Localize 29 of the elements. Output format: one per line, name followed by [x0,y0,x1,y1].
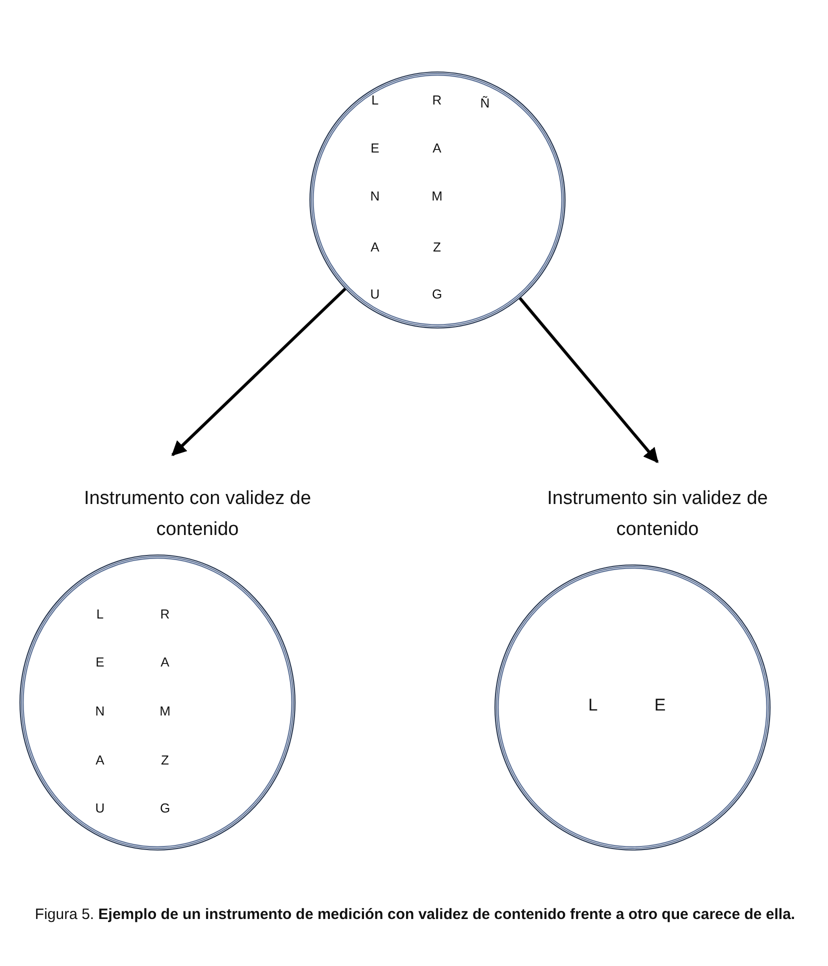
letter: G [432,288,442,300]
letter: N [370,190,380,202]
letter: R [160,608,170,620]
letter: U [370,288,380,300]
letter: A [96,754,104,766]
letter: M [432,190,442,202]
letter: U [95,802,105,814]
letter: L [371,94,379,106]
letter: G [160,802,170,814]
circle-node [310,72,565,328]
arrow [171,288,346,456]
letter: A [370,240,380,254]
letter: A [432,142,442,154]
letter: A [160,656,170,668]
letter: N [95,704,105,718]
figure-caption: Figura 5. Ejemplo de un instrumento de medición con validez de contenido frente a otro que carece de ella. [34,905,796,925]
letter: L [588,696,598,714]
letter: R [432,94,442,106]
letter: E [370,142,380,154]
letter: E [654,696,666,714]
letter: L [96,608,104,620]
heading: Instrumento con validez de contenido [82,487,312,542]
arrow [518,296,659,464]
letter: Z [161,754,169,766]
letter: Ñ [480,96,490,110]
letter: M [160,704,170,718]
letter: Z [433,240,441,254]
letter: E [96,656,104,668]
heading: Instrumento sin validez de contenido [546,487,769,542]
